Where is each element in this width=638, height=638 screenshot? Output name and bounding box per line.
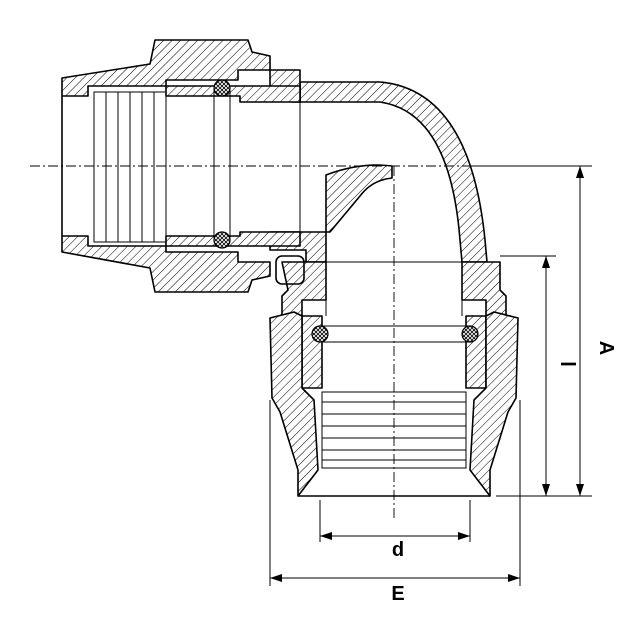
bottom-collar-right [461,261,507,317]
left-nut-bottom [61,235,271,293]
dimension-l: l [500,255,578,497]
side-lug [275,255,305,285]
elbow-inner-corner [325,164,393,233]
elbow-outer-wall [299,81,488,263]
left-o-ring [213,79,231,249]
dimension-d: d [319,500,471,561]
bottom-o-ring [311,325,479,343]
dim-label-A: A [595,341,617,355]
dim-label-l: l [556,361,578,367]
dim-label-E: E [391,583,404,605]
bottom-nut-left [269,311,319,497]
left-socket [61,39,301,293]
bottom-socket [269,255,519,497]
left-insert-top [165,85,301,103]
left-insert-bottom [165,231,301,247]
dim-label-d: d [392,539,404,561]
bottom-nut-right [469,311,519,497]
left-grip-ring [93,91,167,243]
left-nut-top [61,39,271,97]
dimension-E: E [269,400,521,605]
